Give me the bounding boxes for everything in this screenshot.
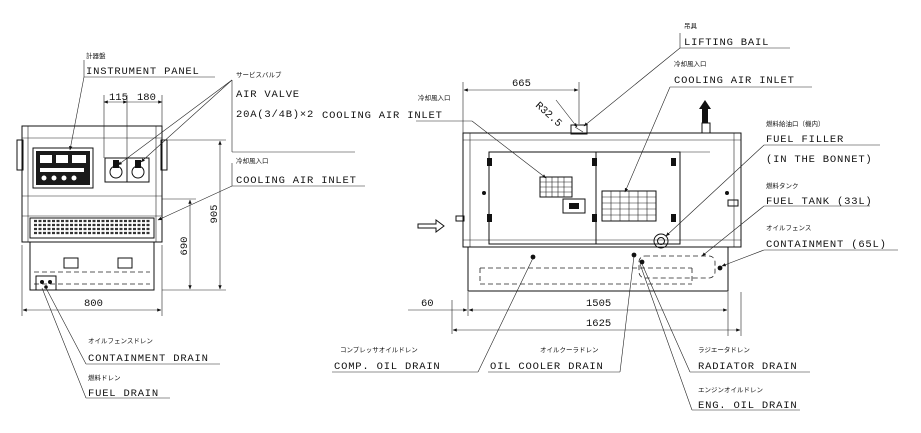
label-fuel-tank: FUEL TANK (33L) [766, 196, 873, 208]
label-side-cooling-left-jp: 冷却風入口 [418, 93, 451, 102]
side-view: 665 R32.5 60 1505 1625 吊具 LIFTING BAIL 冷… [322, 22, 898, 412]
label-side-cooling-right: COOLING AIR INLET [674, 75, 795, 87]
dim-180: 180 [137, 92, 156, 104]
label-lifting-bail-jp: 吊具 [684, 22, 698, 30]
label-fuel-drain-jp: 燃料ドレン [88, 373, 121, 382]
label-fuel-tank-jp: 燃料タンク [766, 181, 799, 190]
label-radiator-drain-jp: ラジエータドレン [698, 345, 750, 354]
lifting-bail [570, 124, 588, 135]
side-grille-left [539, 176, 573, 198]
label-side-cooling-right-jp: 冷却風入口 [674, 59, 707, 68]
dim-1625: 1625 [586, 318, 611, 330]
label-eng-oil-drain: ENG. OIL DRAIN [698, 400, 797, 412]
dim-665: 665 [512, 78, 531, 90]
label-instrument-panel-jp: 計器盤 [86, 51, 106, 60]
label-containment-drain: CONTAINMENT DRAIN [88, 353, 209, 365]
label-comp-oil-drain: COMP. OIL DRAIN [334, 361, 441, 373]
dim-r32-5: R32.5 [532, 100, 563, 130]
input-arrow [417, 219, 445, 233]
exhaust-arrow [699, 100, 711, 123]
dim-115: 115 [109, 92, 128, 104]
dim-800: 800 [84, 298, 103, 310]
fuel-filler-cap [653, 233, 669, 249]
side-base [467, 246, 729, 292]
dim-1505: 1505 [586, 298, 611, 310]
dim-60: 60 [421, 298, 434, 310]
instrument-panel [32, 147, 94, 189]
label-fuel-filler-jp: 燃料給油口（機内） [766, 119, 825, 128]
side-enclosure [462, 132, 742, 248]
label-fuel-drain: FUEL DRAIN [88, 388, 159, 400]
fuel-tank-outline [638, 255, 716, 279]
label-radiator-drain: RADIATOR DRAIN [698, 361, 797, 373]
label-containment: CONTAINMENT (65L) [766, 239, 887, 251]
dim-905: 905 [209, 205, 221, 224]
label-instrument-panel: INSTRUMENT PANEL [86, 66, 200, 78]
front-louver [29, 217, 155, 239]
label-containment-jp: オイルフェンス [766, 224, 811, 232]
front-view: 115 180 800 690 905 計器盤 INSTRUMENT PANEL… [16, 51, 365, 400]
label-containment-drain-jp: オイルフェンスドレン [88, 337, 153, 345]
label-fuel-filler-sub: (IN THE BONNET) [766, 154, 873, 166]
side-grille-right [601, 190, 657, 222]
air-valves [104, 157, 150, 183]
label-front-cooling-jp: 冷却風入口 [236, 156, 269, 165]
front-base [29, 241, 155, 291]
label-side-cooling-left: COOLING AIR INLET [322, 110, 443, 122]
label-air-valve: AIR VALVE [236, 89, 300, 101]
label-fuel-filler: FUEL FILLER [766, 134, 844, 146]
label-oil-cooler-drain-jp: オイルクーラドレン [540, 346, 599, 354]
label-oil-cooler-drain: OIL COOLER DRAIN [490, 361, 604, 373]
label-front-cooling: COOLING AIR INLET [236, 175, 357, 187]
label-air-valve-jp: サービスバルブ [236, 70, 282, 79]
dim-690: 690 [179, 237, 191, 256]
front-drain-box [35, 275, 57, 291]
label-lifting-bail: LIFTING BAIL [684, 37, 769, 49]
label-comp-oil-drain-jp: コンプレッサオイルドレン [340, 346, 418, 354]
label-air-valve-size: 20A(3/4B)×2 [236, 109, 314, 121]
label-eng-oil-drain-jp: エンジンオイルドレン [698, 386, 763, 394]
